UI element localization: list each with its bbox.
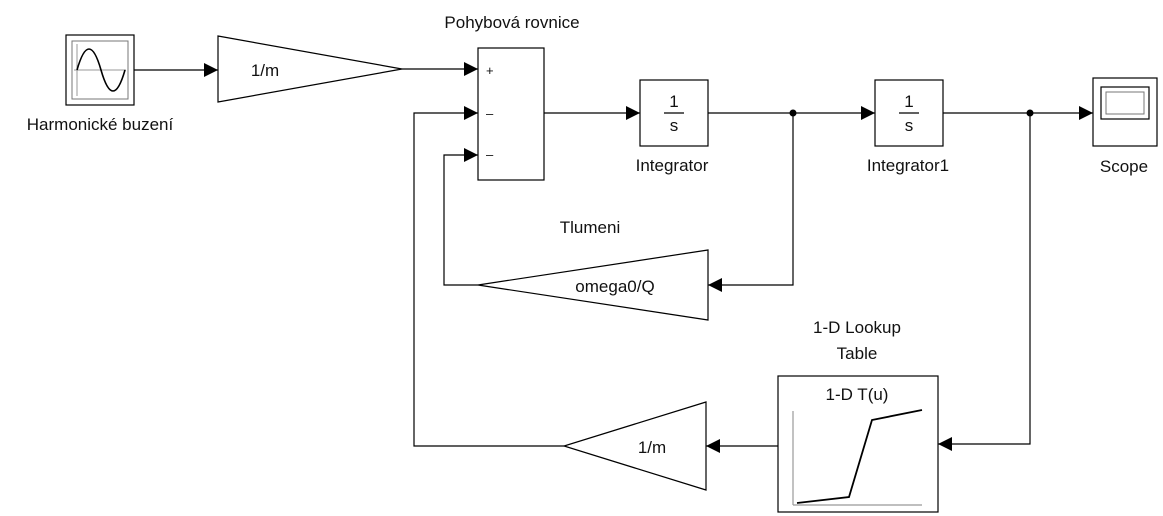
- sine-label: Harmonické buzení: [27, 115, 174, 134]
- lookup-table-block[interactable]: [777, 375, 939, 513]
- sum-sign-3: –: [486, 147, 494, 162]
- sine-wave-icon: [76, 48, 126, 92]
- line-position-to-lookup[interactable]: [938, 113, 1031, 451]
- sum-sign-1: +: [486, 63, 494, 78]
- lookup-label-line1: 1-D Lookup: [813, 318, 901, 337]
- sine-wave-block[interactable]: [65, 34, 135, 106]
- line-damping-to-sum[interactable]: [443, 148, 478, 286]
- integrator-label: Integrator: [636, 156, 709, 175]
- lookup-label-line2: Table: [837, 344, 878, 363]
- gain-feedback-value: 1/m: [638, 438, 666, 457]
- integrator1-numerator: 1: [904, 92, 913, 111]
- damping-label: Tlumeni: [560, 218, 620, 237]
- integrator1-block[interactable]: [874, 79, 944, 147]
- branch-point-velocity: [789, 109, 797, 117]
- sum-block[interactable]: [477, 47, 545, 181]
- scope-label: Scope: [1100, 157, 1148, 176]
- damping-gain-value: omega0/Q: [575, 277, 654, 296]
- branch-point-position: [1026, 109, 1034, 117]
- integrator1-label: Integrator1: [867, 156, 949, 175]
- gain-feedback-block[interactable]: [561, 401, 707, 491]
- gain-input-block[interactable]: [217, 35, 403, 103]
- integrator-denominator: s: [670, 116, 679, 135]
- integrator-block[interactable]: [639, 79, 709, 147]
- lookup-curve-icon: [796, 409, 923, 504]
- sum-label: Pohybová rovnice: [444, 13, 579, 32]
- line-gain-to-sum-minus[interactable]: [413, 106, 564, 447]
- integrator1-denominator: s: [905, 116, 914, 135]
- scope-block[interactable]: [1092, 77, 1158, 147]
- sum-sign-2: –: [486, 106, 494, 121]
- line-velocity-to-damping[interactable]: [708, 113, 794, 292]
- integrator-numerator: 1: [669, 92, 678, 111]
- gain-input-value: 1/m: [251, 61, 279, 80]
- lookup-inner-text: 1-D T(u): [826, 385, 889, 404]
